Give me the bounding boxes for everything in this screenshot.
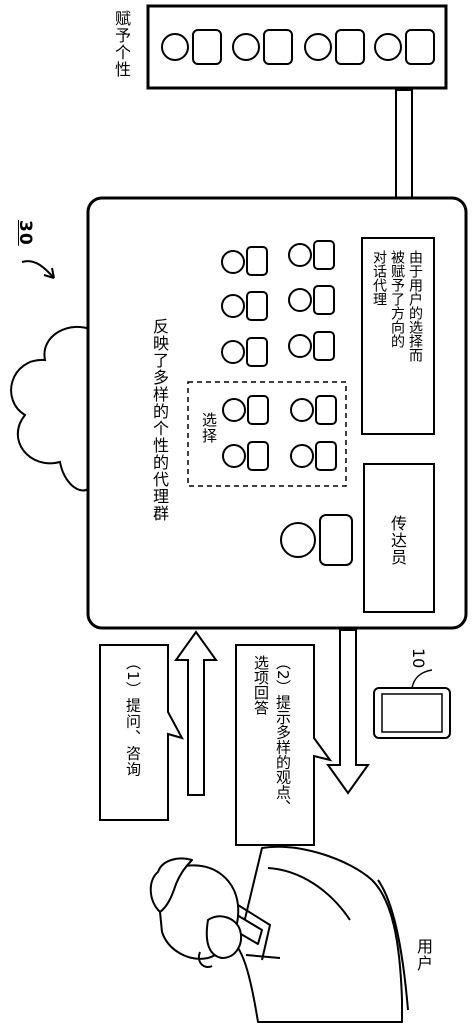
selected-agent-icon [290, 441, 337, 471]
directed-agent-line2: 被赋予了方向的 [389, 250, 405, 348]
user-figure-icon [149, 845, 409, 1023]
directed-agent-box [361, 237, 435, 435]
agent-icon [288, 240, 335, 270]
selection-region [187, 381, 347, 487]
messenger-box [363, 463, 435, 613]
directed-agent-line3: 对话代理 [371, 250, 387, 306]
selected-agent-icon [290, 395, 337, 425]
request-arrow [174, 630, 218, 796]
user-label: 用户 [414, 938, 433, 972]
cloud-shape [10, 325, 93, 492]
device-pointer-line [411, 669, 433, 689]
agent-group-label: 反映了多样的个性的代理群 [150, 318, 169, 522]
directed-agent-line1: 由于用户的选择而 [407, 250, 423, 362]
system-pointer-arrow [21, 260, 55, 279]
step2-bubble [235, 644, 333, 846]
agent-icon [221, 291, 268, 321]
step2-line1: （2）提示多样的观点、 [274, 655, 292, 815]
step1-label: （1）提问、咨询 [124, 655, 142, 778]
selection-label: 选择 [200, 412, 218, 444]
response-arrow [326, 629, 370, 795]
directed-agent-label: 由于用户的选择而 被赋予了方向的 对话代理 [370, 250, 424, 362]
step2-line2: 选项回答 [252, 655, 270, 715]
personality-panel [146, 4, 448, 90]
device-number-label: 10 [409, 648, 428, 669]
agent-icon [221, 246, 268, 276]
step1-bubble [99, 644, 185, 821]
system-number-label: 30 [15, 220, 35, 246]
selected-agent-icon [222, 395, 269, 425]
personality-assign-label: 赋予个性 [112, 10, 131, 78]
personality-agent-icon [161, 29, 222, 65]
step2-label: （2）提示多样的观点、 选项回答 [250, 655, 294, 815]
personality-agent-icon [232, 29, 293, 65]
messenger-label: 传达员 [388, 515, 407, 566]
smartphone-icon [373, 687, 451, 739]
agent-icon [221, 337, 268, 367]
personality-agent-icon [374, 29, 435, 65]
agent-icon [288, 331, 335, 361]
agent-icon [288, 285, 335, 315]
selected-agent-icon [222, 441, 269, 471]
personality-agent-icon [304, 29, 365, 65]
messenger-agent-icon [280, 514, 353, 566]
